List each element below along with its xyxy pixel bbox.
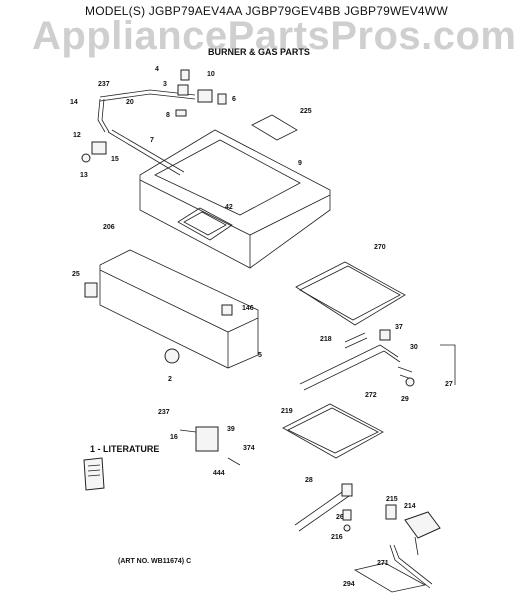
clips bbox=[84, 282, 233, 316]
literature-booklet bbox=[83, 457, 105, 491]
part-callout: 214 bbox=[404, 503, 416, 510]
bake-burner-272 bbox=[299, 332, 401, 391]
part-callout: 5 bbox=[258, 352, 262, 359]
part-callout: 4 bbox=[155, 66, 159, 73]
part-callout: 30 bbox=[410, 344, 418, 351]
part-callout: 237 bbox=[158, 409, 170, 416]
part-callout: 9 bbox=[298, 160, 302, 167]
burner-cover-270 bbox=[295, 261, 406, 326]
part-callout: 25 bbox=[72, 271, 80, 278]
part-callout: 27 bbox=[445, 381, 453, 388]
part-callout: 12 bbox=[73, 132, 81, 139]
burner-box bbox=[139, 129, 331, 269]
oven-safety-valve bbox=[385, 504, 441, 556]
broil-burner-cover-219 bbox=[282, 403, 384, 459]
part-callout: 39 bbox=[227, 426, 235, 433]
literature-label: 1 - LITERATURE bbox=[90, 444, 160, 454]
part-callout: 20 bbox=[126, 99, 134, 106]
part-callout: 6 bbox=[232, 96, 236, 103]
diagram-title: BURNER & GAS PARTS bbox=[208, 47, 310, 57]
part-callout: 206 bbox=[103, 224, 115, 231]
part-callout: 29 bbox=[401, 396, 409, 403]
part-callout: 271 bbox=[377, 560, 389, 567]
lower-burner-tube bbox=[294, 483, 353, 532]
part-callout: 37 bbox=[395, 324, 403, 331]
front-panel bbox=[99, 249, 259, 369]
part-callout: 374 bbox=[243, 445, 255, 452]
left-gas-valve bbox=[81, 141, 107, 163]
part-callout: 42 bbox=[225, 204, 233, 211]
part-callout: 13 bbox=[80, 172, 88, 179]
bracket-225 bbox=[251, 114, 298, 141]
gas-pipe-271 bbox=[389, 544, 433, 589]
watermark: AppliancePartsPros.com bbox=[32, 14, 517, 58]
part-callout: 215 bbox=[386, 496, 398, 503]
part-callout: 216 bbox=[331, 534, 343, 541]
part-callout: 2 bbox=[168, 376, 172, 383]
part-callout: 3 bbox=[163, 81, 167, 88]
part-callout: 272 bbox=[365, 392, 377, 399]
part-callout: 225 bbox=[300, 108, 312, 115]
part-callout: 28 bbox=[305, 477, 313, 484]
regulator-assembly bbox=[179, 426, 241, 466]
part-callout: 15 bbox=[111, 156, 119, 163]
part-callout: 7 bbox=[150, 137, 154, 144]
valve-fittings-top bbox=[175, 69, 227, 117]
ignitor-parts bbox=[379, 329, 456, 387]
part-callout: 270 bbox=[374, 244, 386, 251]
part-callout: 237 bbox=[98, 81, 110, 88]
part-callout: 10 bbox=[207, 71, 215, 78]
part-callout: 16 bbox=[170, 434, 178, 441]
part-callout: 294 bbox=[343, 581, 355, 588]
part-callout: 26 bbox=[336, 514, 344, 521]
part-callout: 444 bbox=[213, 470, 225, 477]
model-header: MODEL(S) JGBP79AEV4AA JGBP79GEV4BB JGBP7… bbox=[85, 4, 448, 18]
art-number: (ART NO. WB11674) C bbox=[118, 558, 192, 565]
part-callout: 146 bbox=[242, 305, 254, 312]
part-callout: 218 bbox=[320, 336, 332, 343]
part-callout: 8 bbox=[166, 112, 170, 119]
bracket-294 bbox=[353, 562, 427, 593]
part-callout: 219 bbox=[281, 408, 293, 415]
part-callout: 14 bbox=[70, 99, 78, 106]
